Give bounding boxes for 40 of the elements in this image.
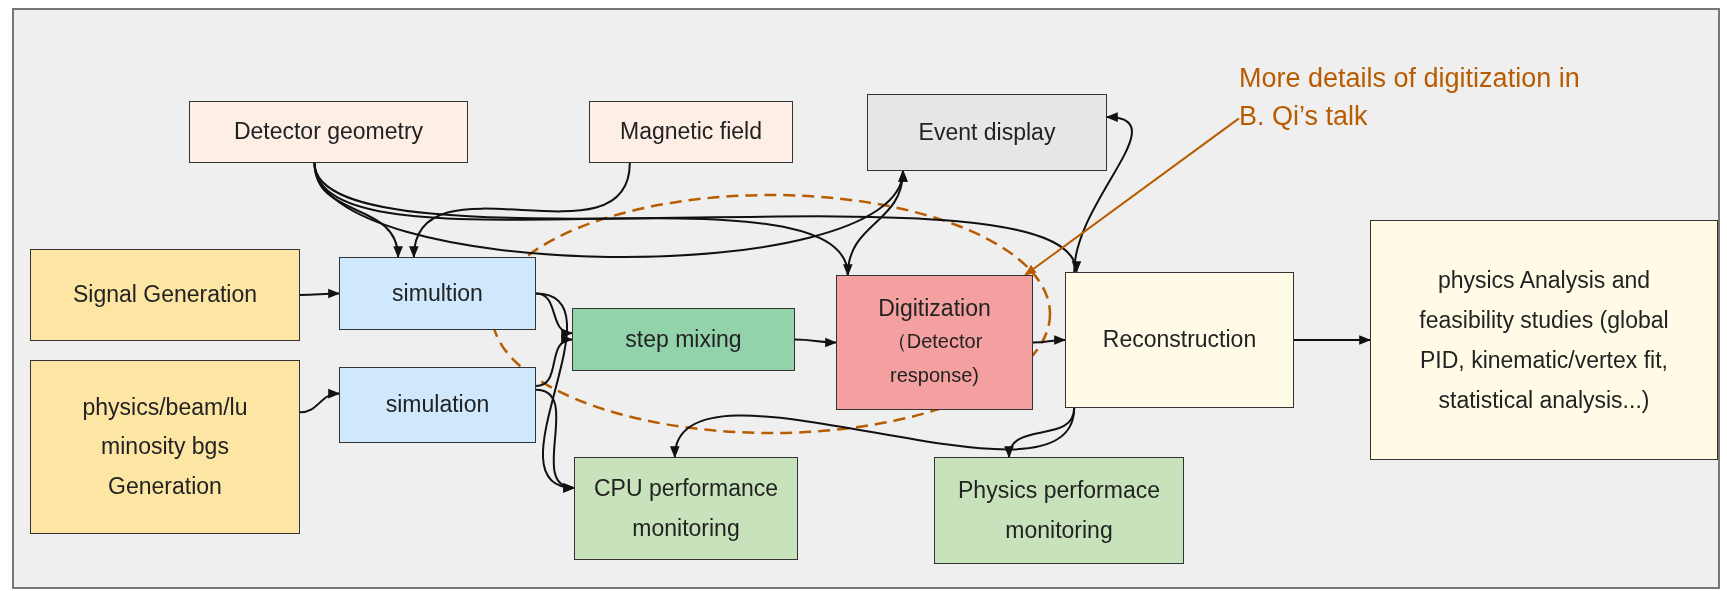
arrow <box>846 169 907 276</box>
arrow <box>299 389 341 414</box>
annotation-text: More details of digitization in B. Qi’s talk <box>1239 61 1581 133</box>
box-label: Detector geometry <box>233 117 424 147</box>
process-box <box>572 308 795 371</box>
process-box <box>836 275 1033 410</box>
box-label: Event display <box>918 117 1056 147</box>
box-label: physics Analysis and feasibility studies (global PID, kinematic/vertex fit, statistical analysis...) <box>1418 265 1670 416</box>
arrow <box>1032 335 1067 345</box>
arrow <box>1073 113 1133 273</box>
box-label: Digitization <box>878 293 991 323</box>
process-box <box>574 457 798 560</box>
arrow <box>1006 407 1076 459</box>
process-box <box>30 360 300 534</box>
process-box <box>30 249 300 341</box>
box-label: physics/beam/lu minosity bgs Generation <box>81 393 249 501</box>
process-box <box>339 257 536 330</box>
box-label: Magnetic field <box>620 117 762 147</box>
arrow <box>299 288 341 299</box>
box-label: Physics performace monitoring <box>957 476 1161 545</box>
process-box <box>339 367 536 443</box>
box-label: Reconstruction <box>1102 325 1257 355</box>
box-label: CPU performance monitoring <box>592 474 780 543</box>
leader-arrow <box>1024 117 1240 276</box>
box-sublabel: （Detector response) <box>885 329 984 388</box>
arrow <box>411 162 631 259</box>
box-label: simulation <box>385 390 490 420</box>
process-box <box>1065 272 1294 408</box>
box-label: simultion <box>392 278 483 308</box>
process-box <box>867 94 1107 171</box>
box-label: step mixing <box>625 324 742 354</box>
arrow <box>1293 335 1372 345</box>
arrow <box>535 336 574 387</box>
process-box <box>934 457 1184 564</box>
process-box <box>1370 220 1718 460</box>
arrow <box>794 337 838 348</box>
arrow <box>535 388 576 491</box>
box-label: Signal Generation <box>72 280 258 310</box>
input-box <box>189 101 468 163</box>
input-box <box>589 101 793 163</box>
